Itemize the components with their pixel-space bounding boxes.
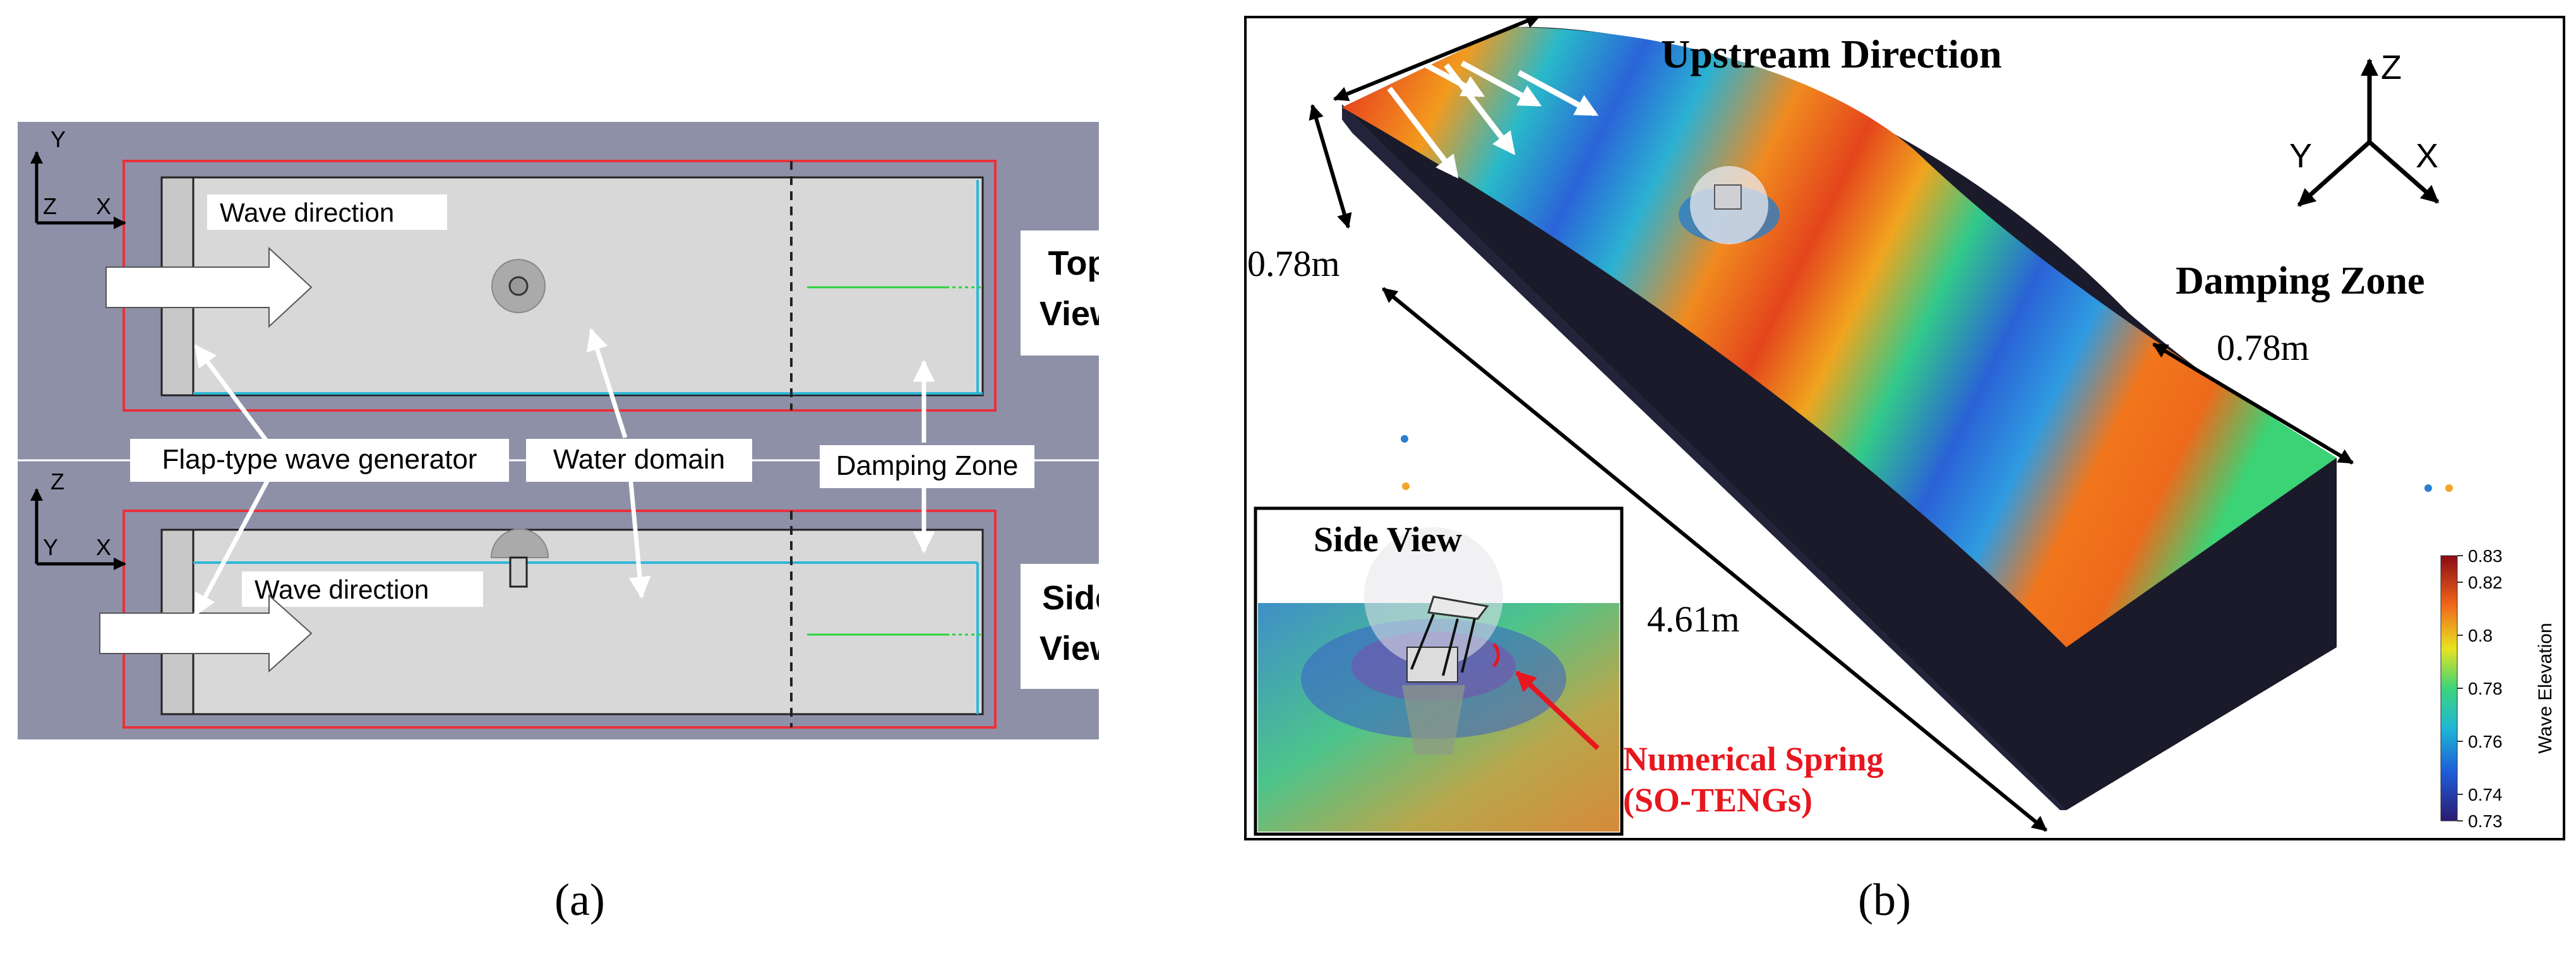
side-view-label-1: Side	[1042, 579, 1099, 617]
generator-label: Flap-type wave generator	[162, 444, 477, 475]
water-domain-label: Water domain	[553, 444, 725, 475]
dim-top-edge	[1333, 14, 1542, 101]
top-axis-z: Z	[43, 193, 57, 219]
damping-label: Damping Zone	[836, 450, 1019, 481]
top-wave-label-box	[207, 194, 447, 230]
colorbar-tick-label: 0.8	[2468, 626, 2493, 645]
upstream-title: Upstream Direction	[1661, 32, 2002, 76]
marker-dot-blue-right	[2424, 484, 2432, 492]
colorbar-tick-label: 0.74	[2468, 785, 2503, 804]
spring-callout-1: Numerical Spring	[1623, 740, 1884, 778]
caption-a: (a)	[554, 875, 605, 925]
side-view: Wave direction Side View Z Y X	[30, 469, 1135, 729]
axis-x-label: X	[2416, 137, 2438, 175]
side-axis-x: X	[96, 534, 111, 560]
side-wave-arrow	[99, 594, 313, 673]
top-axis-triad: Y Z X	[30, 126, 126, 229]
top-view: Wave direction Top View Y Z X	[30, 126, 1135, 412]
caption-b: (b)	[1858, 875, 1911, 925]
side-buoy-dome	[490, 529, 549, 558]
marker-dot-blue	[1401, 435, 1408, 443]
dim-right-label: 0.78m	[2217, 327, 2309, 368]
marker-dot-orange-right	[2445, 484, 2453, 492]
panel-b: Upstream Direction Damping Zone 0.78m 0.…	[1244, 14, 2565, 840]
dim-right-width	[2152, 342, 2354, 465]
side-wave-label-box	[242, 571, 483, 607]
top-view-label-1: Top	[1048, 244, 1099, 282]
side-view-inset: Side View	[1254, 506, 1624, 836]
colorbar-tick-label: 0.73	[2468, 811, 2503, 831]
colorbar-gradient	[2440, 555, 2458, 822]
colorbar-tick-label: 0.83	[2468, 546, 2503, 566]
colorbar-tick-label: 0.82	[2468, 573, 2503, 592]
spring-callout-2: (SO-TENGs)	[1623, 781, 1812, 819]
panel-a-figure: Wave direction Top View Y Z X Wave direc…	[18, 122, 1135, 739]
dim-length	[1382, 287, 2047, 832]
top-axis-x: X	[96, 193, 111, 219]
axis-triad-3d: Z Y X	[2289, 49, 2440, 207]
water-domain-label-box	[526, 439, 752, 482]
side-wave-label: Wave direction	[255, 575, 429, 604]
generator-label-box	[130, 439, 509, 482]
side-axis-y: Y	[43, 534, 58, 560]
dim-length-label: 4.61m	[1647, 599, 1740, 640]
panel-b-figure: Upstream Direction Damping Zone 0.78m 0.…	[1244, 14, 2565, 840]
dim-left-depth	[1309, 104, 1352, 229]
top-buoy-core	[508, 276, 529, 296]
top-wave-arrow	[105, 246, 313, 328]
dim-left-label: 0.78m	[1247, 243, 1340, 284]
top-wave-label: Wave direction	[220, 198, 394, 227]
damping-label-box	[820, 445, 1034, 488]
callout-arrows	[193, 328, 935, 617]
side-axis-triad: Z Y X	[30, 469, 126, 570]
side-axis-z: Z	[51, 469, 64, 494]
inset-title: Side View	[1314, 520, 1462, 559]
axis-z-label: Z	[2381, 49, 2402, 87]
top-axis-y: Y	[51, 126, 66, 152]
top-view-label-2: View	[1039, 295, 1099, 333]
colorbar-tick-label: 0.76	[2468, 732, 2503, 751]
damping-zone-title: Damping Zone	[2176, 260, 2424, 302]
side-view-label-2: View	[1039, 630, 1099, 667]
colorbar-ticks: 0.83 0.82 0.8 0.78 0.76 0.74 0.73	[2457, 546, 2503, 831]
colorbar-tick-label: 0.78	[2468, 679, 2503, 698]
marker-dot-orange	[1402, 482, 1410, 490]
colorbar-title: Wave Elevation	[2535, 623, 2556, 753]
spring-callout-arrow	[1515, 671, 1600, 750]
panel-a: Wave direction Top View Y Z X Wave direc…	[18, 122, 1135, 739]
side-buoy-column	[509, 556, 528, 588]
colorbar: 0.83 0.82 0.8 0.78 0.76 0.74 0.73 Wave Elevati…	[2440, 546, 2556, 831]
axis-y-label: Y	[2289, 137, 2312, 175]
